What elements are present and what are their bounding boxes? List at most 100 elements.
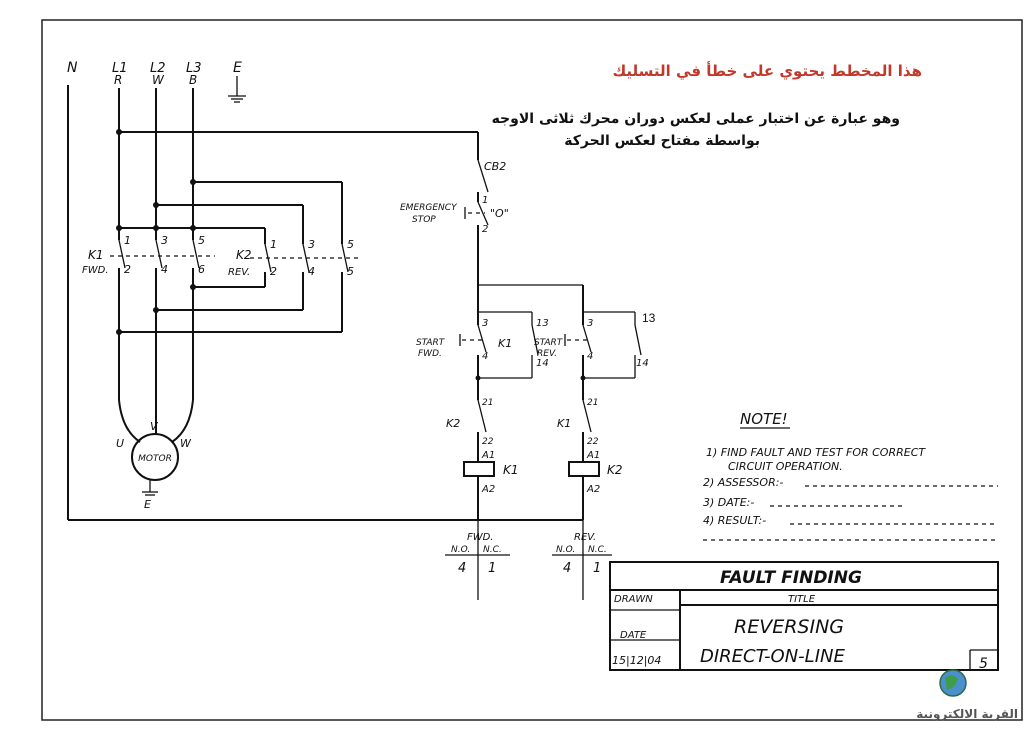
start-rev-label-2: REV. — [537, 349, 557, 359]
motor-w-label: W — [180, 437, 192, 450]
k1-coil-label: K1 — [503, 463, 519, 477]
k1-top-num-5: 5 — [198, 234, 205, 247]
note-item-2: 2) ASSESSOR:- — [703, 476, 783, 489]
supply-l3-label: L3 — [186, 61, 202, 76]
k1-bot-num-4: 4 — [161, 263, 168, 276]
start-fwd-label-2: FWD. — [418, 349, 442, 359]
aux-fwd-no-header: N.O. — [451, 545, 470, 555]
k2-interlock-label: K2 — [446, 417, 460, 430]
cb2-label: CB2 — [484, 160, 506, 173]
k2-top-num-3: 3 — [308, 238, 315, 251]
note-title: NOTE! — [740, 410, 788, 428]
logo-text: القرية الالكترونية — [916, 707, 1018, 722]
title-block — [609, 561, 999, 671]
aux-rev-no-value: 4 — [563, 561, 571, 576]
k1-coil — [463, 461, 495, 477]
aux-fwd-nc-header: N.C. — [483, 545, 502, 555]
aux-rev-no-header: N.O. — [556, 545, 575, 555]
supply-l2-phase: W — [152, 73, 165, 87]
fwd-num-3: 3 — [482, 318, 488, 329]
earth-symbol-top — [228, 76, 246, 103]
rev-num-13: 13 — [642, 311, 656, 325]
supply-l2-label: L2 — [150, 61, 166, 76]
titleblock-date-value: 15|12|04 — [612, 654, 661, 667]
motor-label: MOTOR — [138, 454, 172, 464]
k2-coil — [568, 461, 600, 477]
k2-coil-label: K2 — [607, 463, 623, 477]
rev-num-3: 3 — [587, 318, 593, 329]
aux-rev-nc-value: 1 — [593, 561, 601, 576]
description-line-2: بواسطة مفتاح لعكس الحركة — [564, 133, 760, 149]
aux-contact-tables — [445, 520, 612, 600]
titleblock-title-label: TITLE — [788, 594, 816, 605]
rev-num-21: 21 — [587, 398, 598, 408]
aux-fwd-nc-value: 1 — [488, 561, 496, 576]
k1-top-num-3: 3 — [161, 234, 168, 247]
estop-off-label: "O" — [490, 207, 509, 220]
motor: MOTOR U V W E — [116, 420, 192, 511]
note-item-1b: CIRCUIT OPERATION. — [728, 460, 843, 473]
k2-top-num-1: 1 — [270, 238, 277, 251]
aux-rev-label: REV. — [574, 532, 596, 543]
rev-num-22: 22 — [587, 437, 599, 447]
motor-v-label: V — [150, 420, 159, 433]
aux-fwd-label: FWD. — [467, 532, 494, 543]
motor-circle — [131, 433, 179, 481]
estop-label-1: EMERGENCY — [400, 203, 458, 213]
start-rev-label-1: START — [534, 338, 564, 348]
site-logo: القرية الالكترونية — [916, 669, 1018, 722]
k2-bot-num-5: 5 — [347, 265, 354, 278]
k2-coil-a1: A1 — [586, 450, 600, 461]
k1-coil-a2: A2 — [481, 484, 495, 495]
titleblock-sheet-number: 5 — [979, 656, 988, 672]
description-line-1: وهو عبارة عن اختبار عملى لعكس دوران محرك… — [492, 111, 900, 127]
supply-n-label: N — [67, 60, 78, 76]
fwd-num-22: 22 — [482, 437, 494, 447]
note-block: NOTE! 1) FIND FAULT AND TEST FOR CORRECT… — [703, 410, 998, 541]
titleblock-drawn-label: DRAWN — [614, 594, 653, 605]
note-item-1a: 1) FIND FAULT AND TEST FOR CORRECT — [706, 446, 926, 459]
supply-l3-phase: B — [189, 73, 197, 87]
note-item-3: 3) DATE:- — [703, 496, 754, 509]
k1-top-num-1: 1 — [124, 234, 131, 247]
motor-earth-label: E — [144, 498, 151, 511]
aux-rev-nc-header: N.C. — [588, 545, 607, 555]
rev-power-label: REV. — [228, 267, 250, 278]
rev-num-14: 14 — [636, 358, 649, 369]
k2-coil-a2: A2 — [586, 484, 600, 495]
k2-bot-num-2: 2 — [270, 265, 277, 278]
fwd-num-13: 13 — [536, 318, 549, 329]
fwd-num-14: 14 — [536, 358, 549, 369]
k2-power-label: K2 — [236, 248, 252, 262]
fwd-num-21: 21 — [482, 398, 493, 408]
k1-coil-a1: A1 — [481, 450, 495, 461]
supply-l1-phase: R — [114, 73, 122, 87]
estop-num-1: 1 — [482, 195, 488, 206]
k1-power-label: K1 — [88, 248, 104, 262]
power-circuit — [67, 85, 479, 521]
fwd-power-label: FWD. — [82, 265, 109, 276]
titleblock-header: FAULT FINDING — [720, 568, 862, 588]
k2-bot-num-4: 4 — [308, 265, 315, 278]
estop-label-2: STOP — [412, 215, 436, 225]
fwd-num-4: 4 — [482, 351, 488, 362]
k1-bot-num-2: 2 — [124, 263, 131, 276]
titleblock-title-line-1: REVERSING — [734, 616, 844, 638]
rev-num-4: 4 — [587, 351, 593, 362]
sheet-border — [41, 19, 1023, 721]
supply-l1-label: L1 — [112, 61, 128, 76]
k2-top-num-5: 5 — [347, 238, 354, 251]
estop-num-2: 2 — [482, 224, 488, 235]
warning-heading: هذا المخطط يحتوي على خطأ في التسليك — [612, 61, 922, 81]
control-circuit — [459, 159, 642, 521]
note-item-4: 4) RESULT:- — [703, 514, 766, 527]
start-fwd-label-1: START — [416, 338, 446, 348]
k1-holding-label: K1 — [498, 337, 512, 350]
motor-u-label: U — [116, 437, 124, 450]
titleblock-title-line-2: DIRECT-ON-LINE — [700, 646, 845, 667]
supply-earth-label: E — [233, 60, 242, 76]
titleblock-date-label: DATE — [620, 630, 647, 641]
k1-interlock-label: K1 — [557, 417, 571, 430]
